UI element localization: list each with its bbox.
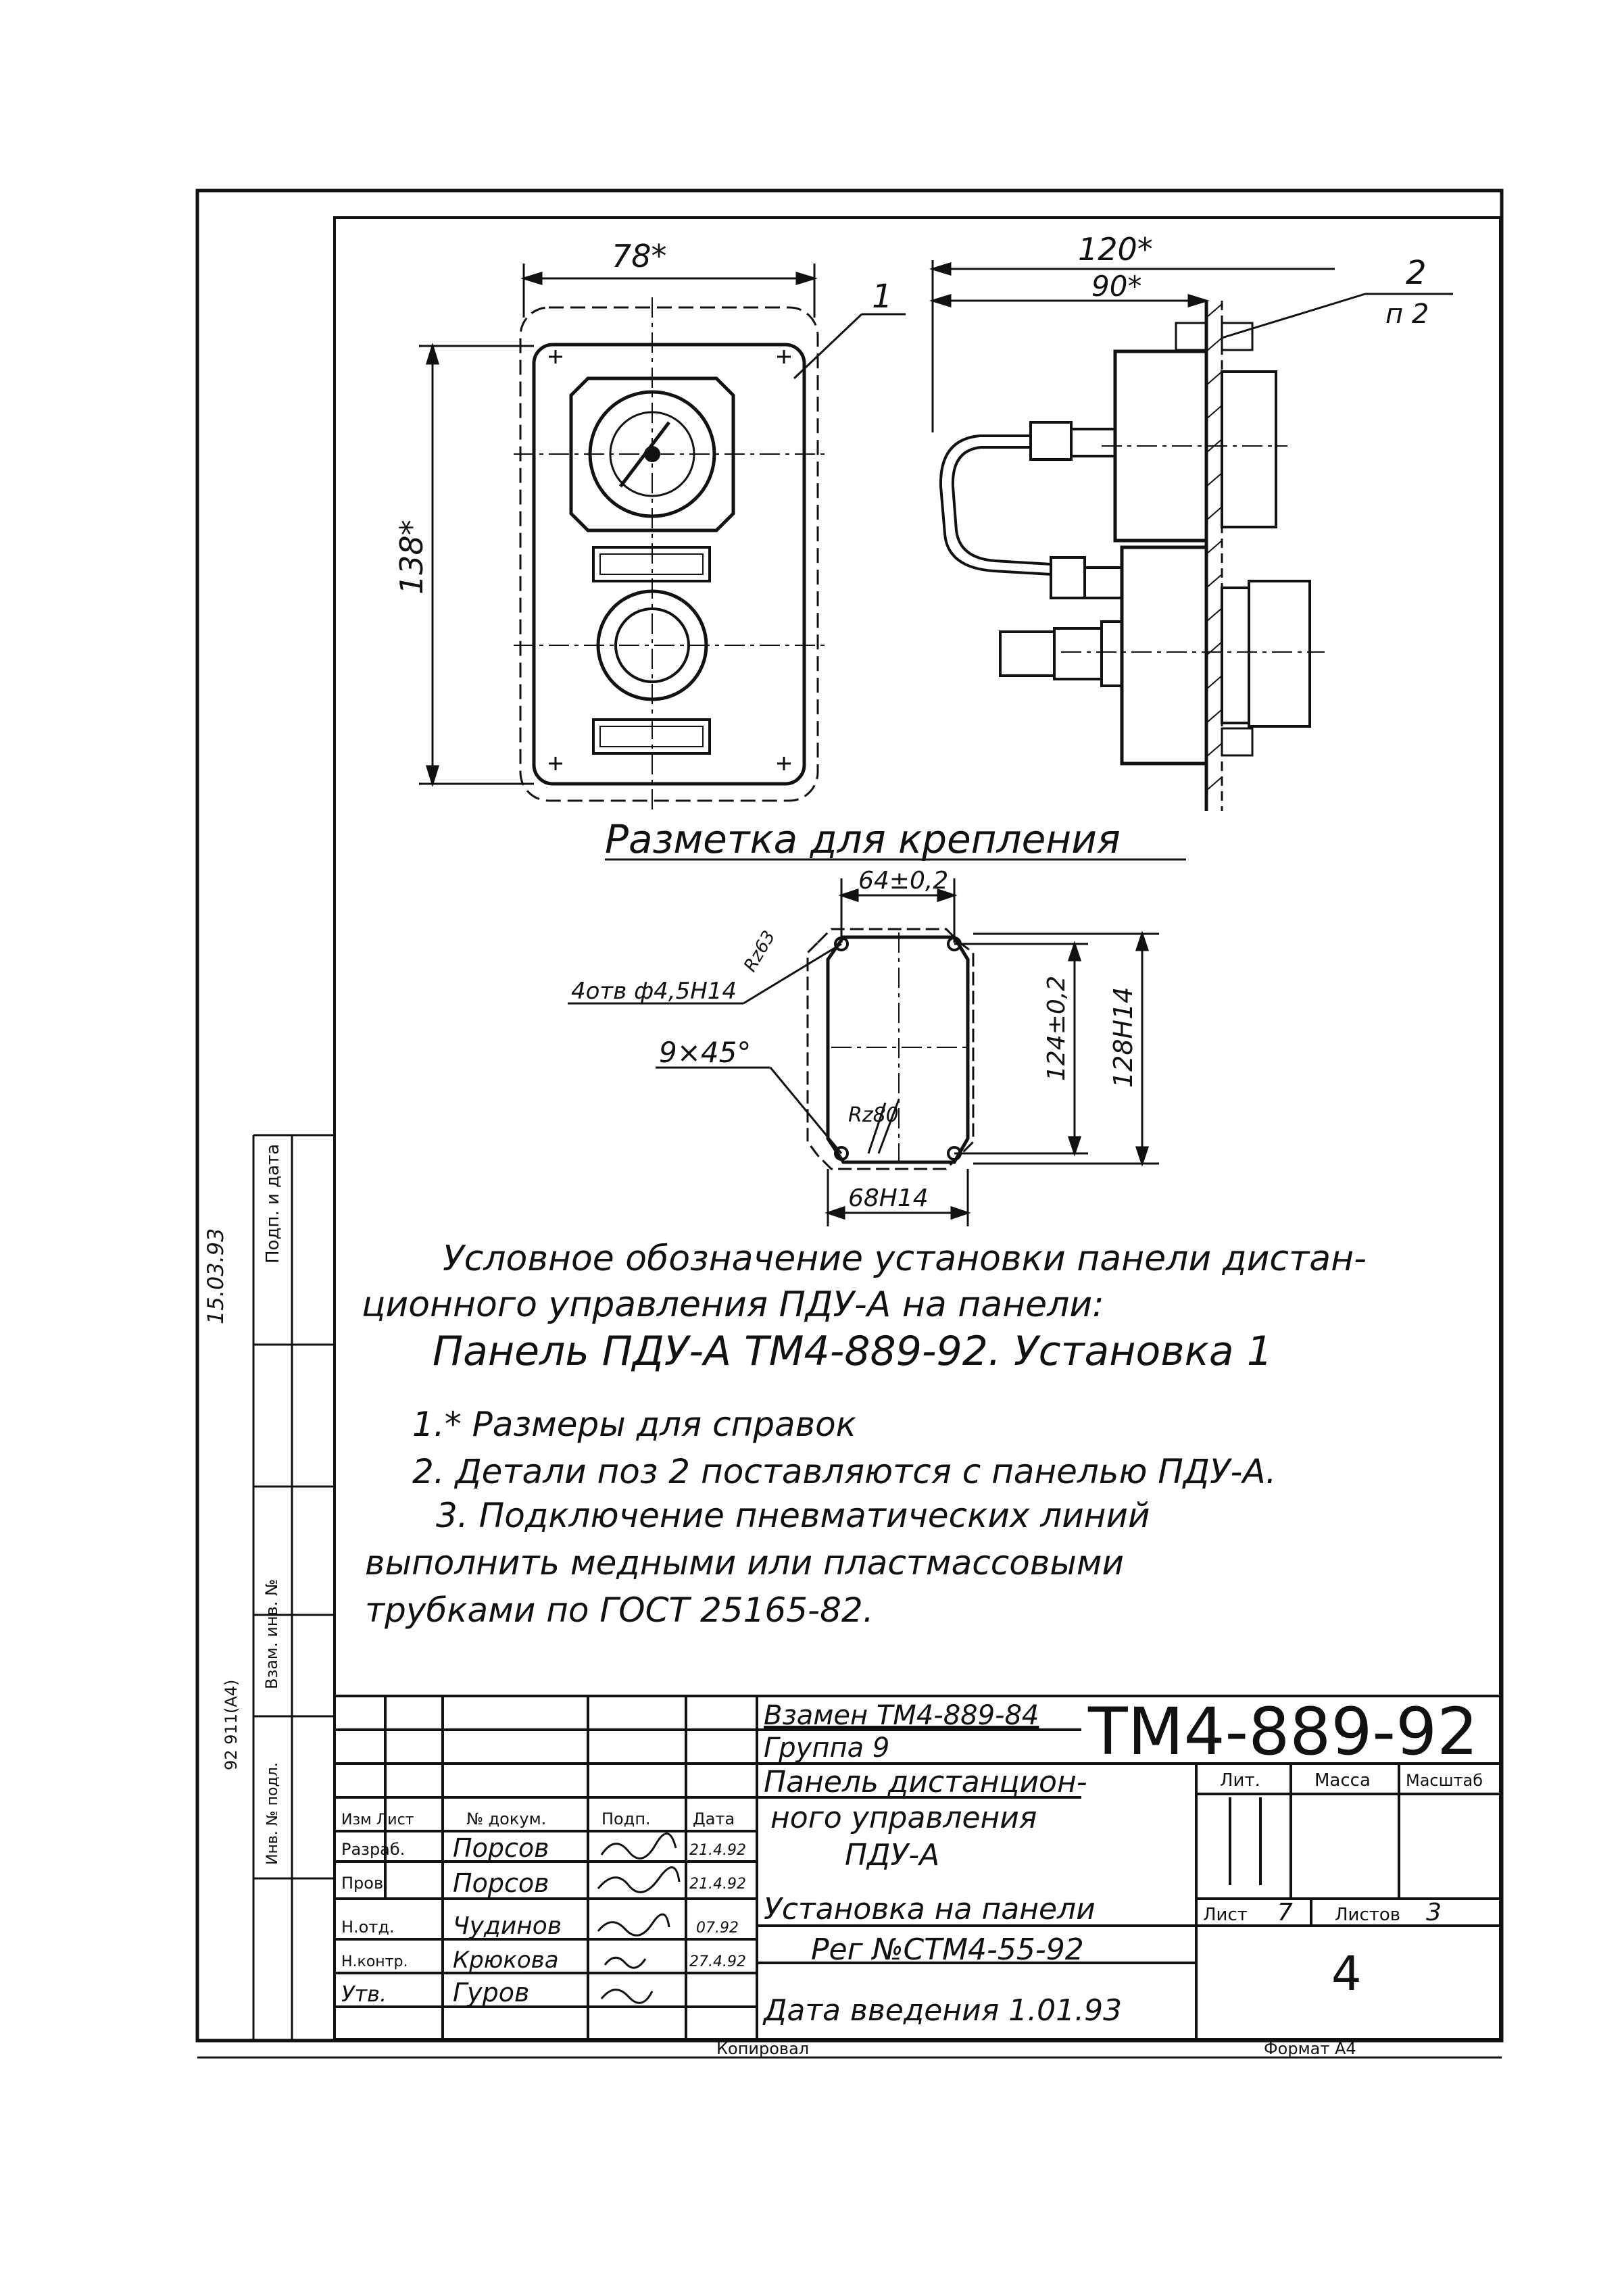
mounting-cutout <box>806 928 975 1170</box>
tb-mass-header: Масса <box>1314 1770 1371 1791</box>
paper-format: Формат А4 <box>1264 2039 1356 2058</box>
stamp-sign-date: Подп. и дата <box>263 1144 283 1264</box>
note-3: 3. Подключение пневматических линий <box>436 1496 1150 1535</box>
note-3-cont-2: трубками по ГОСТ 25165-82. <box>365 1591 874 1630</box>
stamp-inv-number: Инв. № подл. <box>264 1762 281 1865</box>
tb-replaces: Взамен ТМ4-889-84 <box>764 1700 1039 1731</box>
dim-cutout-height: 128Н14 <box>1108 987 1138 1088</box>
front-view-dimensions <box>419 264 906 788</box>
ref-pos-2-note: п 2 <box>1385 299 1429 330</box>
tb-name-line-4: Установка на панели <box>764 1892 1096 1926</box>
tb-name-line-1: Панель дистанцион- <box>764 1765 1087 1799</box>
note-holes: 4отв ф4,5Н14 <box>571 978 737 1005</box>
tb-row-name: Крюкова <box>453 1947 559 1974</box>
tb-group: Группа 9 <box>764 1732 889 1764</box>
ref-pos-2: 2 <box>1406 254 1427 292</box>
caption-line-1: Условное обозначение установки панели ди… <box>443 1239 1367 1279</box>
tb-row-name: Порсов <box>453 1868 549 1898</box>
note-1: 1.* Размеры для справок <box>412 1405 856 1444</box>
tb-col-sign: Подп. <box>601 1810 651 1828</box>
inner-border <box>333 216 1502 2041</box>
tb-sheets-label: Листов <box>1335 1905 1400 1925</box>
side-view-dimensions <box>929 260 1453 432</box>
roughness-rz63: Rz63 <box>740 927 779 975</box>
caption-line-2: ционного управления ПДУ-А на панели: <box>362 1284 1104 1325</box>
dim-hole-spacing-y: 124±0,2 <box>1043 976 1071 1081</box>
tb-col-date: Дата <box>693 1810 735 1828</box>
panel-front-view <box>514 297 825 811</box>
tb-row-role: Пров. <box>341 1874 389 1893</box>
tb-row-date: 21.4.92 <box>689 1876 746 1893</box>
cutout-dimensions <box>568 878 1159 1226</box>
tb-registration: Рег №СТМ4-55-92 <box>811 1932 1084 1967</box>
tb-row-date: 07.92 <box>696 1920 739 1937</box>
signature-row-1 <box>600 1832 677 1860</box>
tb-sheet-label: Лист <box>1203 1905 1248 1925</box>
dim-hole-spacing-x: 64±0,2 <box>858 867 948 895</box>
caption-line-3: Панель ПДУ-А ТМ4-889-92. Установка 1 <box>433 1328 1273 1375</box>
ref-pos-1: 1 <box>872 278 893 316</box>
dim-overall-depth: 120* <box>1078 231 1153 268</box>
tb-col-izm: Изм Лист <box>341 1812 414 1828</box>
tb-sheet-value: 7 <box>1277 1899 1293 1926</box>
signature-row-3 <box>597 1913 670 1937</box>
signature-row-5 <box>600 1989 654 2004</box>
tb-row-date: 27.4.92 <box>689 1953 746 1970</box>
dim-cutout-width: 68Н14 <box>848 1184 929 1212</box>
tb-scale-header: Масштаб <box>1406 1771 1483 1790</box>
note-chamfer: 9×45° <box>659 1036 751 1069</box>
marking-title: Разметка для крепления <box>605 816 1121 862</box>
stamp-format-code: 92 911(А4) <box>222 1680 241 1770</box>
tb-row-role: Н.контр. <box>341 1953 408 1970</box>
tb-intro-date: Дата введения 1.01.93 <box>762 1993 1122 2028</box>
dim-height: 138* <box>393 520 430 595</box>
tb-row-role: Н.отд. <box>341 1918 395 1937</box>
signature-row-4 <box>604 1956 647 1969</box>
tb-row-role: Разраб. <box>341 1840 405 1859</box>
tb-name-line-2: ного управления <box>770 1801 1037 1835</box>
tb-row-name: Чудинов <box>453 1912 562 1940</box>
tb-row-name: Порсов <box>453 1833 549 1863</box>
title-block-grid <box>335 1695 1502 2039</box>
tb-name-line-3: ПДУ-А <box>845 1838 939 1872</box>
panel-side-view <box>939 301 1325 811</box>
stamp-date: 15.03.93 <box>203 1228 228 1325</box>
note-3-cont-1: выполнить медными или пластмассовыми <box>365 1543 1124 1582</box>
side-stamp-columns <box>252 1134 335 2039</box>
copied-by: Копировал <box>716 2039 809 2058</box>
note-2: 2. Детали поз 2 поставляются с панелью П… <box>412 1452 1277 1491</box>
stamp-replaces-inv: Взам. инв. № <box>262 1579 281 1689</box>
tb-row-date: 21.4.92 <box>689 1842 746 1859</box>
dim-body-depth: 90* <box>1091 270 1141 303</box>
tb-doc-number: ТМ4-889-92 <box>1087 1694 1478 1770</box>
tb-row-role: Утв. <box>341 1981 387 2007</box>
tb-lit-header: Лит. <box>1220 1770 1260 1791</box>
signature-row-2 <box>597 1866 681 1893</box>
tb-row-name: Гуров <box>453 1978 529 2007</box>
tb-col-doc: № докум. <box>466 1810 546 1828</box>
roughness-rz80: Rz80 <box>848 1103 899 1127</box>
dim-width: 78* <box>612 238 667 274</box>
tb-org-mark: 4 <box>1331 1946 1362 2001</box>
tb-sheets-value: 3 <box>1426 1899 1442 1926</box>
